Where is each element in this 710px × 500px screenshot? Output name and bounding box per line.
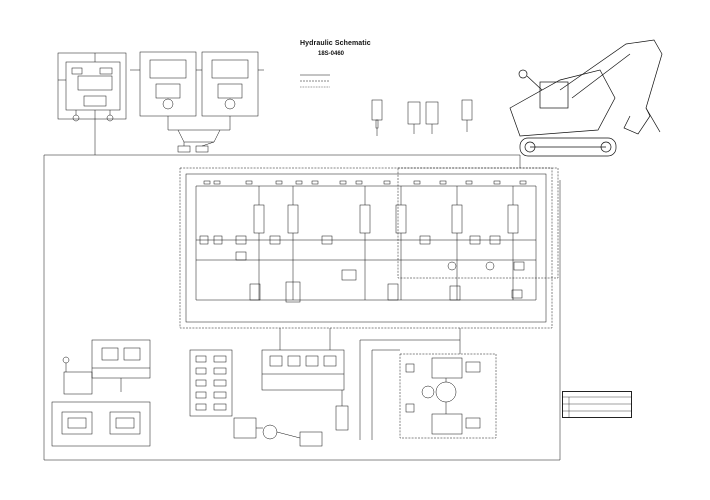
main-pump-group: [359, 328, 497, 440]
travel-motor-right: [201, 51, 264, 130]
relief-valves: [199, 235, 525, 303]
lower-pumps: [233, 390, 349, 447]
cylinder-group-top: [371, 99, 473, 136]
main-valve-frame: [43, 154, 561, 461]
swivel-joint: [168, 129, 230, 153]
diagram-title: Hydraulic Schematic: [300, 40, 371, 47]
port-label-boxes: [203, 180, 527, 185]
excavator-illustration: [509, 39, 663, 157]
solenoid-bank: [189, 349, 233, 417]
center-manifold: [261, 328, 345, 391]
pilot-valve-lower-left: [62, 339, 151, 395]
pilot-control-group-left: [57, 52, 127, 155]
travel-motor-left: [130, 51, 202, 130]
valve-spools: [196, 186, 536, 300]
diagram-part-number: 18S-0460: [318, 51, 345, 57]
legend-box: [562, 391, 632, 418]
legend-box-rows: [562, 396, 632, 418]
joystick-block-lower: [51, 401, 151, 447]
legend-lines: [300, 74, 330, 88]
